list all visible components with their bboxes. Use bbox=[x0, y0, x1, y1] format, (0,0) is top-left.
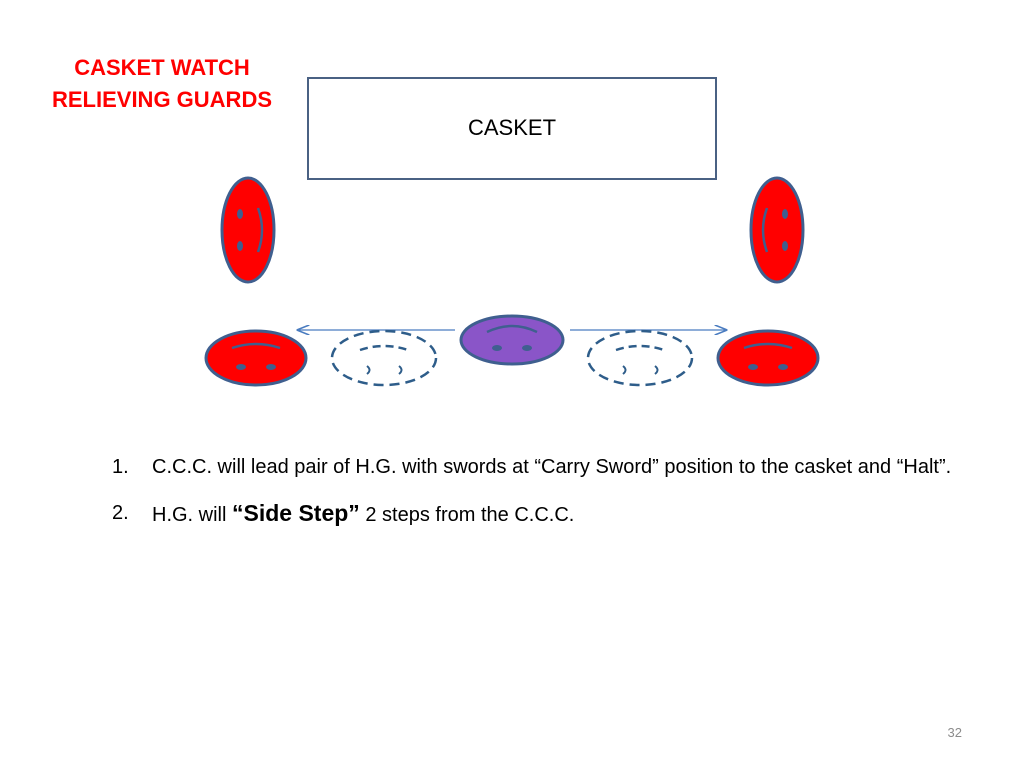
relieving-guard-left-start-position bbox=[330, 329, 438, 387]
instruction-text-2-suffix: 2 steps from the C.C.C. bbox=[359, 504, 575, 526]
formation-diagram bbox=[204, 176, 820, 387]
page-number: 32 bbox=[947, 725, 962, 740]
instruction-text-2-prefix: H.G. will bbox=[152, 504, 232, 526]
instruction-list: 1. C.C.C. will lead pair of H.G. with sw… bbox=[112, 452, 982, 546]
instruction-text-2-emphasis: “Side Step” bbox=[232, 500, 360, 526]
slide-title: CASKET WATCH RELIEVING GUARDS bbox=[40, 52, 284, 116]
commander-ccc bbox=[459, 314, 565, 366]
title-line-2: RELIEVING GUARDS bbox=[51, 87, 273, 112]
instruction-number-1: 1. bbox=[112, 456, 129, 478]
guard-left-on-watch bbox=[220, 176, 276, 284]
relieving-guard-right-start-position bbox=[586, 329, 694, 387]
instruction-number-2: 2. bbox=[112, 502, 129, 524]
title-line-1: CASKET WATCH bbox=[74, 55, 250, 80]
instruction-item-2: 2. H.G. will “Side Step” 2 steps from th… bbox=[112, 498, 982, 530]
instruction-item-1: 1. C.C.C. will lead pair of H.G. with sw… bbox=[112, 452, 982, 482]
casket-label: CASKET bbox=[467, 115, 557, 140]
relieving-guard-left bbox=[204, 329, 308, 387]
casket-box: CASKET bbox=[307, 77, 717, 180]
instruction-text-1: C.C.C. will lead pair of H.G. with sword… bbox=[152, 456, 952, 478]
relieving-guard-right bbox=[716, 329, 820, 387]
guard-right-on-watch bbox=[749, 176, 805, 284]
